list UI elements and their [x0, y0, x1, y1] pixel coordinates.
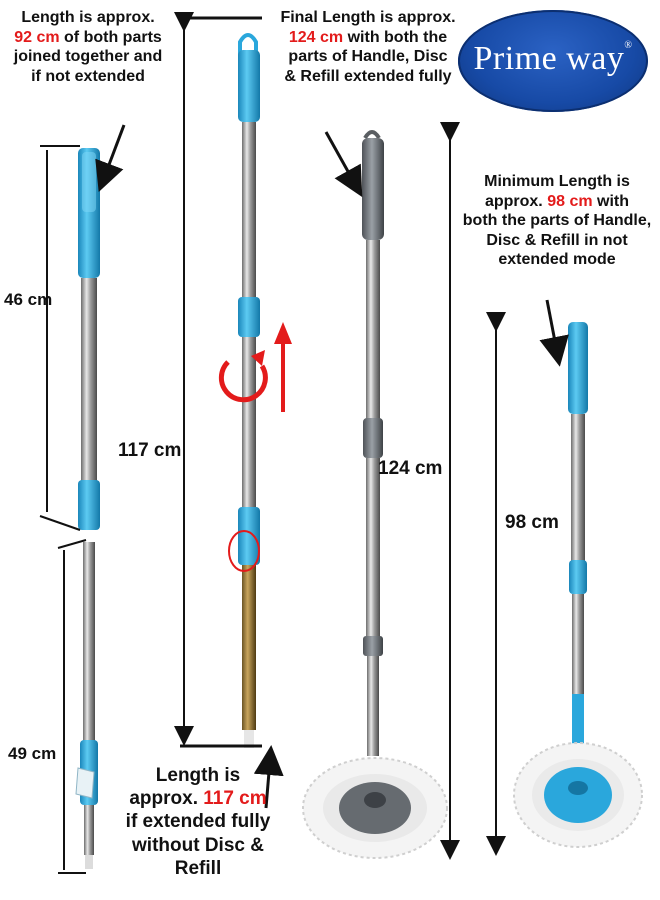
callout-minimum-value: 98 cm: [547, 192, 593, 210]
callout-extended-line1: Length is: [155, 765, 241, 786]
callout-minimum-line2b: with: [597, 192, 630, 210]
lock-highlight-circle: [228, 530, 260, 572]
mop-minimum-length: [568, 322, 588, 784]
callout-minimum-line4: Disc & Refill in not: [486, 231, 628, 249]
callout-minimum-line2: approx. 98 cm with: [454, 192, 660, 212]
dimension-label-49: 49 cm: [8, 744, 57, 763]
callout-arrow-minimum: [539, 299, 569, 367]
rotate-arrow-icon: [218, 350, 268, 403]
mop-head-blue: [513, 742, 643, 848]
callout-minimum-line3: both the parts of Handle,: [462, 212, 652, 230]
callout-extended-line4: without Disc & Refill: [132, 834, 264, 879]
dimension-label-117: 117 cm: [118, 440, 182, 461]
callout-final-line2-text: with both the: [347, 28, 448, 46]
callout-extended-line3: if extended fully: [125, 811, 271, 833]
callout-minimum-line2a: approx.: [484, 192, 543, 210]
dimension-line-46: [39, 145, 81, 531]
callout-minimum-line5: extended mode: [498, 251, 616, 269]
upper-handle-part: [78, 148, 100, 530]
callout-extended-line2: approx. 117 cm: [108, 787, 288, 810]
callout-final-line2: 124 cm with both the: [272, 28, 464, 48]
brand-logo: Prime way®: [458, 10, 648, 112]
callout-final-value: 124 cm: [288, 28, 344, 46]
callout-extended-line2a: approx.: [129, 788, 198, 810]
lower-handle-part: [75, 542, 98, 869]
callout-arrow-extended: [253, 745, 284, 809]
callout-joined-line2: 92 cm of both parts: [6, 28, 170, 48]
callout-final-line4: & Refill extended fully: [284, 67, 452, 85]
callout-minimum-length: Minimum Length is approx. 98 cm with bot…: [454, 172, 660, 270]
brand-trademark: ®: [624, 40, 633, 51]
callout-joined-line1: Length is approx.: [21, 9, 155, 26]
callout-joined-value: 92 cm: [14, 28, 60, 46]
dimension-line-49: [57, 539, 87, 874]
callout-extended-length: Length is approx. 117 cm if extended ful…: [108, 764, 288, 880]
dimension-label-46: 46 cm: [4, 290, 53, 309]
dimension-label-98: 98 cm: [505, 512, 559, 533]
callout-final-line3: parts of Handle, Disc: [288, 48, 448, 66]
callout-joined-length: Length is approx. 92 cm of both parts jo…: [6, 8, 170, 86]
callout-joined-line2-text: of both parts: [64, 28, 162, 46]
callout-extended-value: 117 cm: [203, 788, 267, 810]
callout-joined-line3: joined together and: [13, 48, 163, 66]
full-mop-extended: [362, 130, 384, 756]
brand-name: Prime way: [473, 40, 625, 77]
callout-arrow-final: [324, 131, 363, 198]
up-arrow-icon: [274, 322, 292, 412]
dimension-label-124: 124 cm: [378, 458, 443, 479]
callout-minimum-line1: Minimum Length is: [484, 173, 630, 190]
extended-handle: [238, 33, 260, 748]
callout-final-line1: Final Length is approx.: [280, 9, 456, 26]
dimension-line-117: [174, 12, 262, 748]
callout-final-length: Final Length is approx. 124 cm with both…: [272, 8, 464, 86]
callout-joined-line4: if not extended: [31, 67, 145, 85]
mop-head-grey: [302, 757, 448, 859]
callout-arrow-joined: [95, 124, 126, 193]
